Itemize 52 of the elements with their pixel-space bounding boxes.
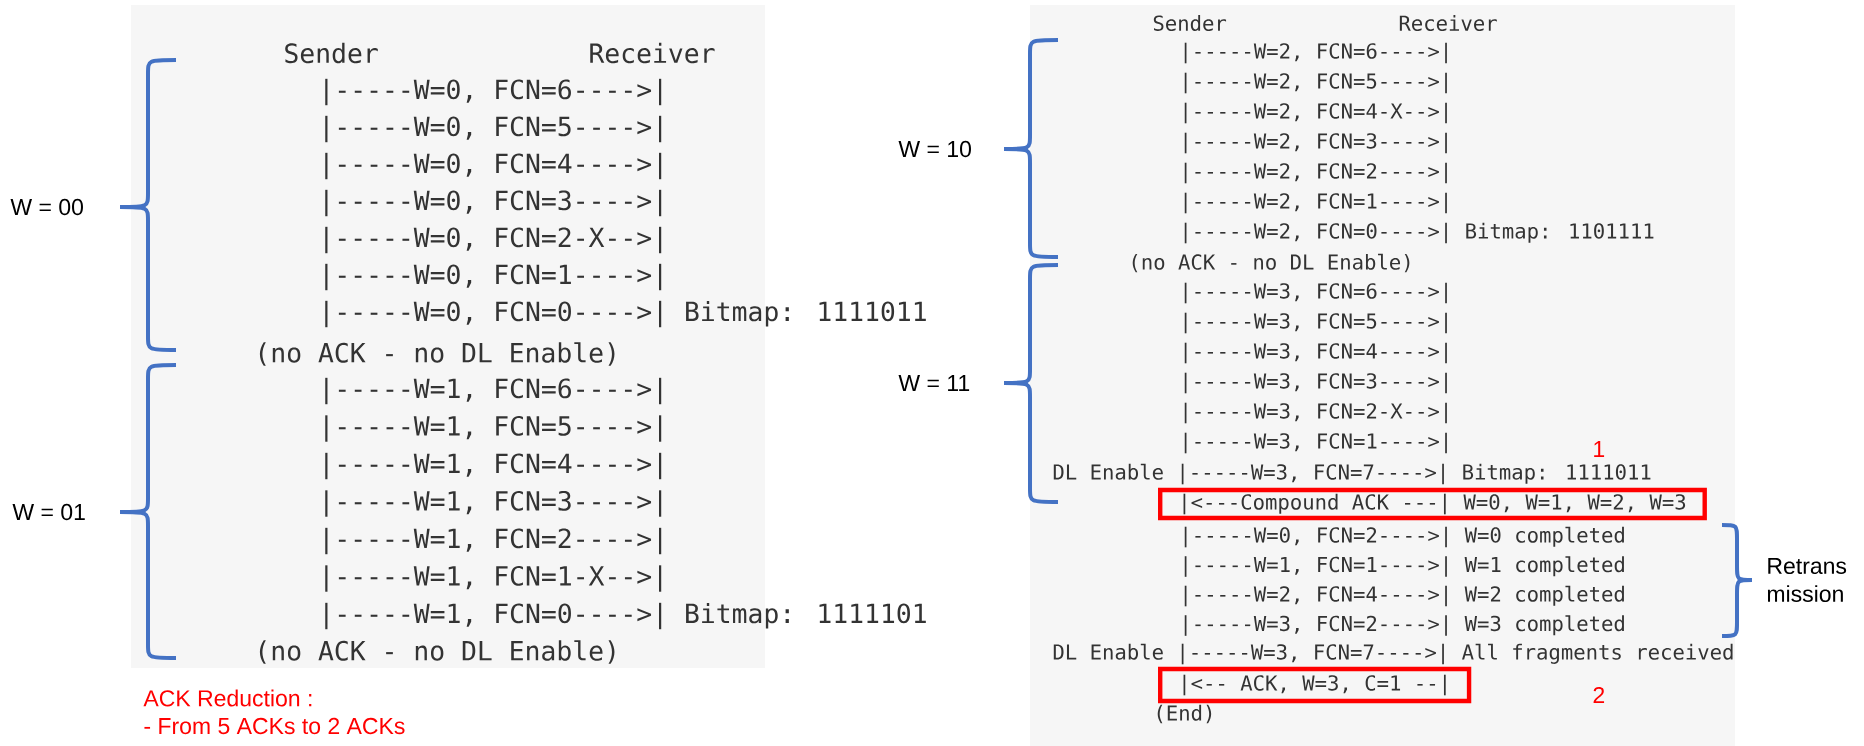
code-line: |-----W=1, FCN=4---->| [325, 452, 662, 480]
code-line: |-----W=1, FCN=0---->| Bitmap: 1111101 [325, 602, 926, 630]
code-line: DL Enable |-----W=3, FCN=7---->| All fragments received [1053, 643, 1733, 665]
code-line: |-----W=1, FCN=6---->| [325, 377, 662, 405]
code-line: |-----W=0, FCN=0---->| Bitmap: 1111011 [325, 300, 926, 328]
code-line: (no ACK - no DL Enable) [259, 640, 615, 664]
code-line: |-----W=0, FCN=2---->| W=0 completed [1184, 526, 1624, 548]
code-line: |-----W=1, FCN=2---->| [325, 527, 662, 555]
code-line: |-----W=2, FCN=5---->| [1184, 72, 1447, 94]
column-heading: Receiver [1399, 15, 1497, 31]
code-line: |-----W=3, FCN=2-X-->| [1184, 402, 1447, 424]
code-line: |-----W=2, FCN=6---->| [1184, 42, 1447, 64]
note-text: - From 5 ACKs to 2 ACKs [144, 717, 405, 735]
code-line: |-----W=2, FCN=3---->| [1184, 132, 1447, 154]
brace-label: W = 00 [10, 198, 83, 216]
note-text: ACK Reduction : [143, 689, 312, 707]
code-line: |-----W=2, FCN=2---->| [1184, 162, 1447, 184]
code-line: |-----W=2, FCN=1---->| [1184, 192, 1447, 214]
code-line: |-----W=2, FCN=4---->| W=2 completed [1184, 585, 1624, 607]
code-line: |-----W=2, FCN=4-X-->| [1184, 102, 1447, 124]
brace-label: W = 11 [898, 375, 970, 391]
code-line: |-----W=0, FCN=3---->| [325, 189, 662, 217]
code-line: |-----W=0, FCN=4---->| [325, 152, 662, 180]
code-line: |-----W=1, FCN=1-X-->| [325, 565, 662, 592]
code-line: DL Enable |-----W=3, FCN=7---->| Bitmap: 1111011 [1053, 463, 1651, 485]
brace-label: Retrans mission [1767, 558, 1847, 603]
code-line: (no ACK - no DL Enable) [1132, 253, 1410, 273]
code-line: |-----W=1, FCN=5---->| [325, 415, 662, 442]
code-line: |-----W=0, FCN=1---->| [325, 263, 662, 291]
code-line: |-----W=3, FCN=5---->| [1184, 312, 1447, 334]
code-line: |-----W=0, FCN=2-X-->| [325, 226, 662, 254]
callout-number: 1 [1594, 441, 1605, 457]
code-line: |-----W=0, FCN=5---->| [325, 115, 662, 143]
code-line: |-----W=3, FCN=2---->| W=3 completed [1184, 615, 1624, 636]
column-heading: Sender [285, 42, 378, 64]
code-line: |-----W=2, FCN=0---->| Bitmap: 1101111 [1184, 222, 1654, 244]
code-line: (End) [1157, 704, 1212, 724]
code-line: |-----W=0, FCN=6---->| [325, 78, 662, 106]
code-line: |-----W=3, FCN=1---->| [1184, 432, 1447, 454]
code-line: |-----W=3, FCN=4---->| [1184, 342, 1447, 364]
brace-label: W = 10 [898, 140, 971, 158]
code-line: |-----W=3, FCN=6---->| [1184, 282, 1447, 304]
highlight-box: |<---Compound ACK ---| W=0, W=1, W=2, W=3 [1158, 487, 1707, 521]
column-heading: Sender [1153, 15, 1227, 31]
code-line: (no ACK - no DL Enable) [259, 342, 615, 366]
highlight-box: |<-- ACK, W=3, C=1 --| [1158, 666, 1472, 704]
brace-label: W = 01 [12, 503, 85, 521]
code-line: |-----W=3, FCN=3---->| [1184, 372, 1447, 394]
column-heading: Receiver [590, 42, 715, 64]
code-line: |-----W=1, FCN=1---->| W=1 completed [1184, 556, 1624, 577]
callout-number: 2 [1593, 687, 1605, 704]
code-line: |-----W=1, FCN=3---->| [325, 490, 662, 517]
